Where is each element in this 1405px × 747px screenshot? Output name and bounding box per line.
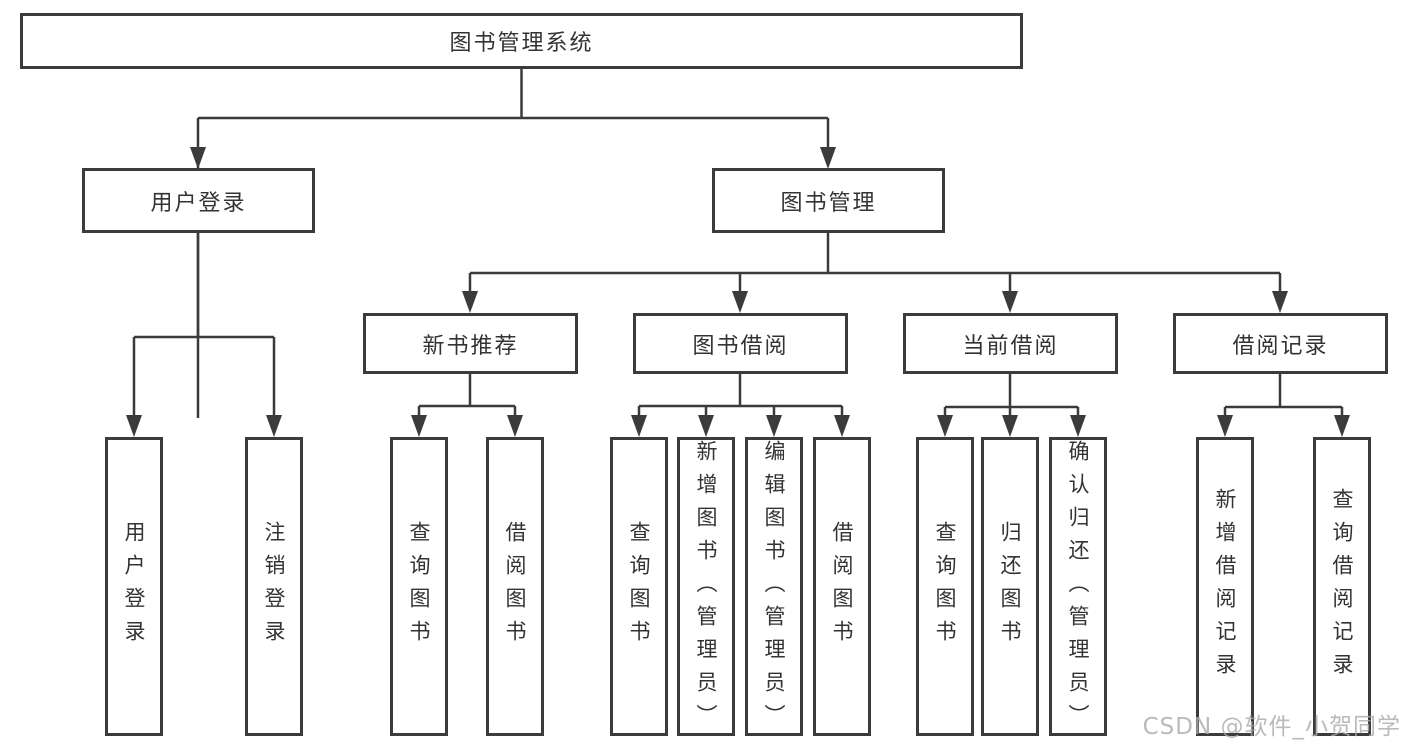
node-borrow-records: 借阅记录 — [1173, 313, 1388, 374]
connector-new-book-recommend — [417, 374, 517, 418]
node-label: 查询图书 — [933, 520, 957, 653]
connector-borrow-records — [1223, 374, 1344, 418]
node-label: 归还图书 — [998, 520, 1022, 653]
node-label: 图书管理 — [780, 190, 877, 216]
leaf-edit-book-admin: 编辑图书（管理员） — [745, 437, 803, 737]
leaf-borrow-books-recommend: 借阅图书 — [486, 437, 544, 736]
leaf-logout: 注销登录 — [245, 437, 303, 736]
connector-book-borrow — [637, 374, 844, 418]
node-book-borrow: 图书借阅 — [633, 313, 848, 374]
leaf-borrow-books: 借阅图书 — [813, 437, 871, 736]
leaf-confirm-return-admin: 确认归还（管理员） — [1049, 437, 1107, 737]
node-label: 图书管理系统 — [449, 31, 594, 56]
connector-book-management — [468, 233, 1282, 294]
node-book-management: 图书管理 — [712, 168, 945, 233]
leaf-add-borrow-record: 新增借阅记录 — [1196, 437, 1254, 736]
node-label: 注销登录 — [262, 520, 286, 653]
node-label: 借阅记录 — [1232, 333, 1329, 359]
node-label: 确认归还（管理员） — [1066, 440, 1090, 737]
node-label: 查询图书 — [627, 520, 651, 653]
leaf-add-book-admin: 新增图书（管理员） — [677, 437, 735, 737]
leaf-user-login: 用户登录 — [105, 437, 163, 736]
node-label: 用户登录 — [150, 190, 247, 216]
node-label: 查询图书 — [407, 520, 431, 653]
node-label: 用户登录 — [122, 520, 146, 653]
node-label: 借阅图书 — [503, 520, 527, 653]
node-label: 借阅图书 — [830, 520, 854, 653]
node-library-management-system: 图书管理系统 — [20, 13, 1023, 69]
leaf-query-books-current: 查询图书 — [916, 437, 974, 736]
node-label: 图书借阅 — [692, 333, 789, 359]
connector-current-borrow — [943, 374, 1080, 418]
leaf-query-books-recommend: 查询图书 — [390, 437, 448, 736]
node-current-borrow: 当前借阅 — [903, 313, 1118, 374]
node-label: 编辑图书（管理员） — [762, 440, 786, 737]
leaf-query-borrow-record: 查询借阅记录 — [1313, 437, 1371, 736]
node-label: 新增借阅记录 — [1213, 487, 1237, 686]
node-label: 新增图书（管理员） — [694, 440, 718, 737]
node-label: 新书推荐 — [422, 333, 519, 359]
leaf-query-books-borrow: 查询图书 — [610, 437, 668, 736]
node-label: 查询借阅记录 — [1330, 487, 1354, 686]
node-label: 当前借阅 — [962, 333, 1059, 359]
leaf-return-books: 归还图书 — [981, 437, 1039, 736]
node-new-book-recommend: 新书推荐 — [363, 313, 578, 374]
connector-user-login — [132, 233, 276, 418]
node-user-login: 用户登录 — [82, 168, 315, 233]
csdn-watermark: CSDN @软件_小贺同学 — [1142, 714, 1401, 740]
